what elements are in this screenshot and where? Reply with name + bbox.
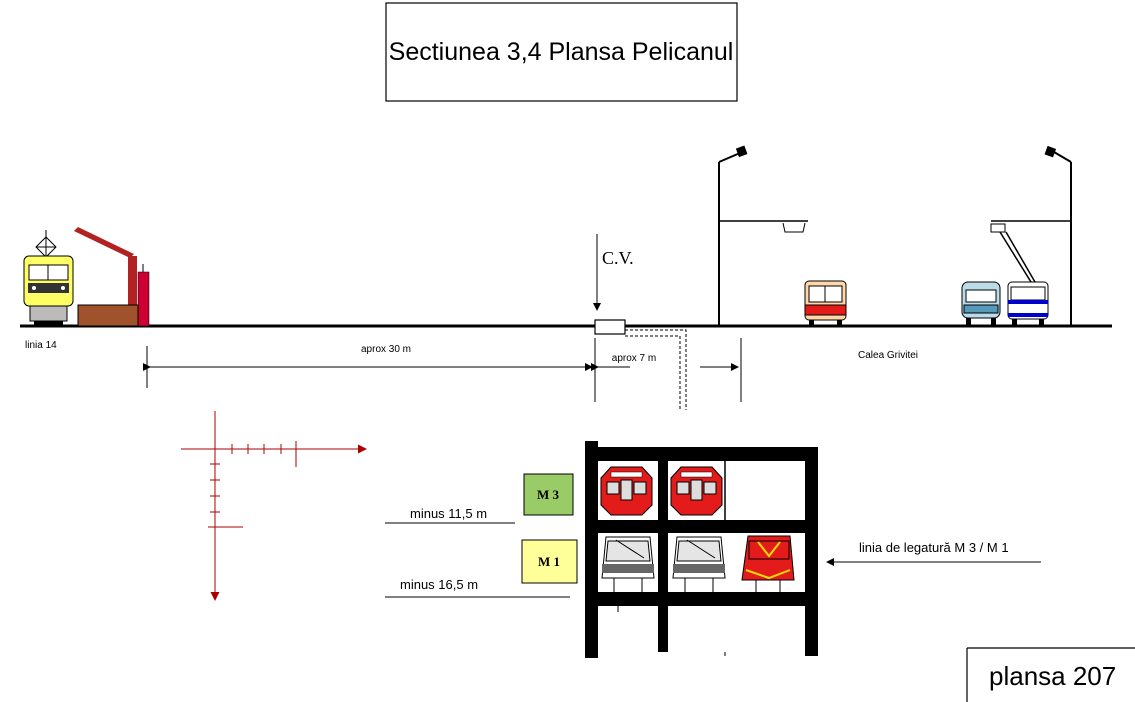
- metro-train-icon: [741, 535, 795, 592]
- label-calea-grivitei: Calea Grivitei: [858, 350, 918, 361]
- label-aprox-7m: aprox 7 m: [612, 353, 656, 364]
- diagram-title: Sectiunea 3,4 Plansa Pelicanul: [389, 38, 734, 66]
- street-lamp-icon: [718, 145, 808, 326]
- pantograph-icon: [74, 227, 150, 327]
- depth-scale: [181, 411, 367, 601]
- label-linia-legatura: linia de legatură M 3 / M 1: [859, 540, 1009, 555]
- tram-icon: [23, 230, 74, 326]
- bus-icon: [804, 280, 847, 326]
- m1-label: M 1: [538, 554, 560, 569]
- sheet-number: plansa 207: [989, 661, 1116, 691]
- m1-level-box: [521, 539, 578, 584]
- label-minus-16-5: minus 16,5 m: [400, 577, 478, 592]
- bus-icon: [961, 281, 1001, 326]
- cv-duct: [625, 329, 687, 410]
- label-minus-11-5: minus 11,5 m: [410, 506, 487, 521]
- title-box: Sectiunea 3,4 Plansa Pelicanul: [385, 2, 738, 102]
- label-linia-14: linia 14: [25, 340, 57, 351]
- street-lamp-icon: [990, 145, 1072, 326]
- metro-train-icon: [670, 466, 723, 516]
- label-cv: C.V.: [602, 248, 634, 268]
- label-aprox-30m: aprox 30 m: [361, 344, 411, 355]
- metro-train-icon: [601, 536, 655, 592]
- sheet-number-box: plansa 207: [966, 647, 1135, 702]
- trolleybus-icon: [999, 231, 1049, 326]
- cv-chamber: [594, 319, 626, 335]
- m3-level-box: [523, 473, 574, 516]
- metro-train-icon: [672, 536, 726, 592]
- metro-station-structure: [585, 441, 818, 658]
- tram-platform: [77, 304, 139, 327]
- m3-label: M 3: [537, 487, 560, 502]
- metro-train-icon: [600, 466, 653, 516]
